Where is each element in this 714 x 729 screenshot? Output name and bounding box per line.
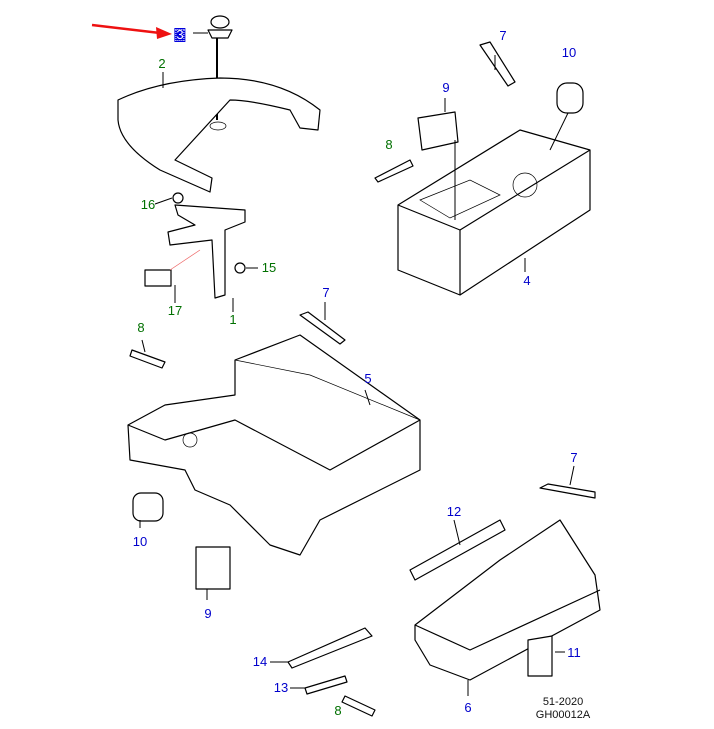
part-8-tool-mid bbox=[129, 349, 166, 369]
callout-17[interactable]: 17 bbox=[167, 303, 183, 318]
callout-2[interactable]: 2 bbox=[158, 56, 166, 71]
callout-15[interactable]: 15 bbox=[261, 260, 277, 275]
callout-9[interactable]: 9 bbox=[442, 80, 450, 95]
part-2-cover bbox=[117, 72, 321, 193]
callout-8[interactable]: 8 bbox=[385, 137, 393, 152]
callout-5[interactable]: 5 bbox=[364, 371, 372, 386]
callout-1[interactable]: 1 bbox=[229, 312, 237, 327]
callout-13[interactable]: 13 bbox=[273, 680, 289, 695]
part-11-block bbox=[527, 635, 553, 677]
part-7-tow-eye-mid bbox=[299, 311, 346, 345]
part-8-tool-top bbox=[374, 159, 414, 183]
callout-7[interactable]: 7 bbox=[570, 450, 578, 465]
footer-ref: 51-2020 bbox=[542, 696, 584, 708]
footer-codes: 51-2020 GH00012A bbox=[528, 696, 598, 722]
callout-7[interactable]: 7 bbox=[322, 285, 330, 300]
part-5-tray bbox=[127, 302, 421, 600]
part-12-jack bbox=[409, 519, 506, 581]
callout-3[interactable]: 3 bbox=[174, 27, 186, 42]
part-9-compressor-top bbox=[417, 111, 459, 151]
callout-11[interactable]: 11 bbox=[567, 645, 581, 660]
callout-10[interactable]: 10 bbox=[561, 45, 577, 60]
part-10-canister-top bbox=[556, 82, 584, 114]
callout-8[interactable]: 8 bbox=[137, 320, 145, 335]
callout-7[interactable]: 7 bbox=[499, 28, 507, 43]
callout-6[interactable]: 6 bbox=[464, 700, 472, 715]
footer-code: GH00012A bbox=[535, 709, 591, 721]
callout-8[interactable]: 8 bbox=[334, 703, 342, 718]
part-10-canister-mid bbox=[132, 492, 164, 522]
callout-14[interactable]: 14 bbox=[252, 654, 268, 669]
callout-16[interactable]: 16 bbox=[140, 197, 156, 212]
part-17-pad bbox=[144, 269, 172, 287]
callout-10[interactable]: 10 bbox=[132, 534, 148, 549]
part-6-tray bbox=[270, 465, 601, 717]
part-4-foam-box bbox=[374, 41, 591, 296]
part-13-handle bbox=[304, 675, 348, 695]
part-7-tow-eye-bot bbox=[539, 483, 596, 499]
callout-12[interactable]: 12 bbox=[446, 504, 462, 519]
part-1-bracket bbox=[144, 192, 258, 312]
part-7-tow-eye-top bbox=[479, 41, 516, 87]
pointer-arrow bbox=[91, 23, 172, 39]
part-8-tool-bot bbox=[341, 695, 376, 717]
callout-4[interactable]: 4 bbox=[523, 273, 531, 288]
part-9-compressor-mid bbox=[195, 546, 231, 590]
callout-9[interactable]: 9 bbox=[204, 606, 212, 621]
part-14-wrench bbox=[287, 627, 373, 669]
